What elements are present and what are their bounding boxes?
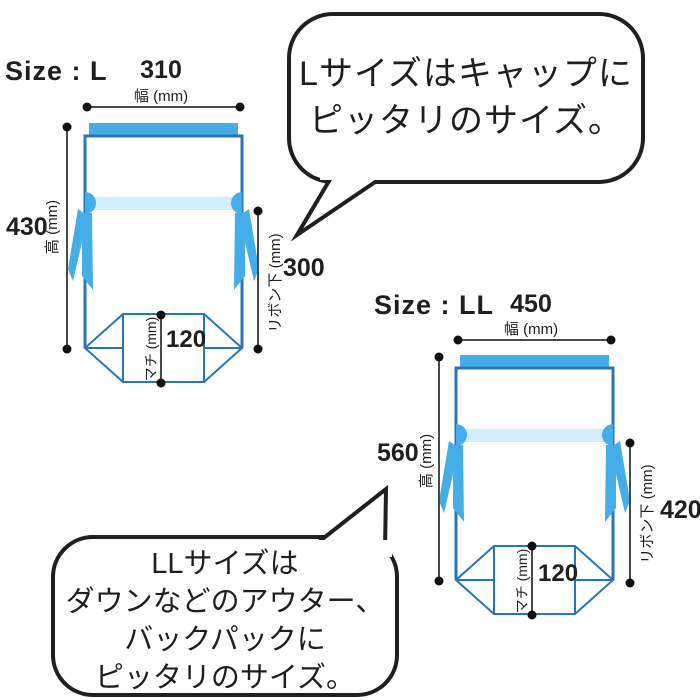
- l-gusset-dimension-line: [156, 310, 166, 388]
- bubble-ll-line-2: ダウンなどのアウター、: [65, 586, 385, 618]
- l-height-dimension-line: [62, 122, 72, 354]
- bubble-ll-line-3: バックパックに: [124, 624, 326, 656]
- ll-gusset-value: 120: [538, 560, 579, 587]
- l-height-value: 430: [6, 213, 48, 241]
- ll-gusset-unit: マチ (mm): [514, 548, 530, 614]
- ll-width-unit: 幅 (mm): [503, 321, 559, 338]
- ll-gusset-dimension-line: [527, 541, 537, 620]
- ll-height-dimension-line: [434, 352, 444, 586]
- ll-height-value: 560: [377, 439, 419, 467]
- ll-height-unit: 高 (mm): [418, 433, 435, 489]
- l-ribbon-unit: リボン下 (mm): [267, 233, 284, 333]
- bubble-ll-tail: [304, 484, 389, 554]
- l-width-value: 310: [140, 56, 182, 84]
- bubble-ll-line-1: LLサイズは: [151, 548, 299, 580]
- speech-bubble-l: [287, 12, 645, 242]
- l-ribbon-dimension-line: [253, 206, 263, 354]
- size-l-title: Size : L: [5, 56, 108, 86]
- l-gusset-value: 120: [166, 326, 207, 353]
- bubble-l-tail: [290, 174, 386, 242]
- ll-ribbon-dimension-line: [625, 438, 635, 588]
- bubble-ll-text: LLサイズは ダウンなどのアウター、 バックパックに ピッタリのサイズ。: [53, 539, 397, 697]
- bubble-ll-line-4: ピッタリのサイズ。: [94, 662, 356, 694]
- l-width-dimension-line: [82, 102, 245, 112]
- l-ribbon-value: 300: [283, 254, 325, 282]
- bubble-l-line-2: ピッタリのサイズ。: [309, 102, 623, 140]
- l-gusset-unit: マチ (mm): [143, 316, 159, 382]
- ll-width-dimension-line: [453, 335, 616, 345]
- size-ll-title: Size : LL: [374, 290, 495, 320]
- l-width-unit: 幅 (mm): [133, 88, 189, 105]
- ll-ribbon-value: 420: [660, 496, 700, 524]
- bag-l-illustration: [66, 121, 261, 384]
- bubble-l-line-1: Lサイズはキャップに: [299, 55, 633, 93]
- speech-bubble-ll: [51, 484, 399, 697]
- bag-ll-illustration: [437, 353, 632, 616]
- ll-ribbon-unit: リボン下 (mm): [639, 464, 656, 564]
- l-height-unit: 高 (mm): [44, 199, 61, 255]
- ll-width-value: 450: [510, 290, 552, 318]
- bubble-l-text: Lサイズはキャップに ピッタリのサイズ。: [289, 14, 643, 182]
